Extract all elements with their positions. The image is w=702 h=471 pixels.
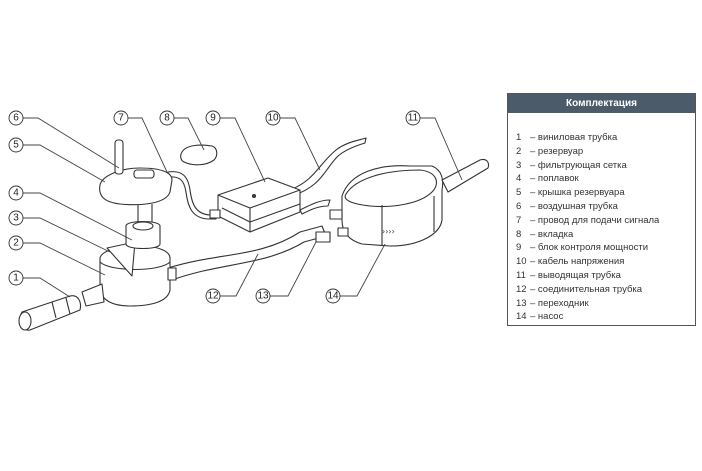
legend-item-label: – насос bbox=[530, 311, 564, 323]
svg-text:››››: ›››› bbox=[382, 227, 395, 236]
legend-item-number: 10 bbox=[516, 256, 527, 268]
legend-item-number: 12 bbox=[516, 283, 527, 295]
legend-item: 1 – виниловая трубка bbox=[516, 131, 695, 145]
legend-item-label: – вкладка bbox=[530, 228, 574, 240]
legend-list: 1 – виниловая трубка 2 – резервуар 3 – фильтр… bbox=[508, 113, 695, 324]
callout-number: 9 bbox=[210, 113, 216, 124]
reservoir bbox=[99, 245, 171, 307]
legend-item-number: 9 bbox=[516, 242, 522, 254]
callout-13: 13 bbox=[255, 288, 271, 304]
legend-item: 4 – поплавок bbox=[516, 172, 695, 186]
legend-item-number: 14 bbox=[516, 311, 527, 323]
legend-item-number: 8 bbox=[516, 228, 522, 240]
legend-item-label: – переходник bbox=[530, 297, 589, 309]
callout-number: 11 bbox=[408, 113, 419, 124]
legend-item-number: 3 bbox=[516, 159, 522, 171]
callout-11: 11 bbox=[405, 110, 421, 126]
callout-circle bbox=[205, 288, 221, 304]
signal-wire bbox=[167, 171, 217, 220]
callout-circle bbox=[8, 185, 24, 201]
legend-item-label: – кабель напряжения bbox=[530, 256, 625, 268]
legend-item: 2 – резервуар bbox=[516, 145, 695, 159]
callout-number: 14 bbox=[327, 291, 339, 302]
callout-number: 1 bbox=[13, 273, 19, 284]
callout-circle bbox=[405, 110, 421, 126]
legend-item-label: – соединительная трубка bbox=[530, 283, 643, 295]
legend-item-label: – блок контроля мощности bbox=[530, 242, 649, 254]
callout-number: 8 bbox=[164, 113, 170, 124]
legend-item-label: – поплавок bbox=[530, 173, 579, 185]
legend-item: 11 – выводящая трубка bbox=[516, 269, 695, 283]
legend-item-number: 6 bbox=[516, 200, 522, 212]
legend-item-number: 1 bbox=[516, 132, 522, 143]
legend-item-label: – воздушная трубка bbox=[530, 200, 618, 212]
callout-number: 2 bbox=[13, 238, 19, 249]
callout-1: 1 bbox=[8, 270, 24, 286]
callout-number: 12 bbox=[207, 291, 219, 302]
legend-item-number: 2 bbox=[516, 145, 522, 157]
legend-item: 13– переходник bbox=[516, 297, 695, 311]
callout-9: 9 bbox=[205, 110, 221, 126]
callout-7: 7 bbox=[113, 110, 129, 126]
legend-item-number: 11 bbox=[516, 269, 526, 281]
callout-6: 6 bbox=[8, 110, 24, 126]
callout-circle bbox=[325, 288, 341, 304]
callout-number: 7 bbox=[118, 113, 124, 124]
callout-number: 6 bbox=[13, 113, 19, 124]
legend-item: 6 – воздушная трубка bbox=[516, 200, 695, 214]
air-tube bbox=[114, 139, 124, 175]
callout-circle bbox=[8, 210, 24, 226]
legend-item: 9 – блок контроля мощности bbox=[516, 241, 695, 255]
callout-circle bbox=[8, 110, 24, 126]
legend-item: 7 – провод для подачи сигнала bbox=[516, 214, 695, 228]
legend-title: Комплектация bbox=[508, 94, 695, 113]
callout-3: 3 bbox=[8, 210, 24, 226]
callout-circle bbox=[8, 137, 24, 153]
callout-number: 3 bbox=[13, 213, 19, 224]
legend-item-label: – выводящая трубка bbox=[530, 269, 621, 281]
callout-number: 10 bbox=[267, 113, 279, 124]
callout-circle bbox=[8, 235, 24, 251]
pump-kit-diagram: ›››› bbox=[8, 110, 490, 331]
filter-mesh bbox=[106, 241, 136, 277]
legend-item-label: – резервуар bbox=[530, 145, 584, 157]
callout-14: 14 bbox=[325, 288, 341, 304]
callout-10: 10 bbox=[265, 110, 281, 126]
legend-item: 14– насос bbox=[516, 310, 695, 324]
insert-pad bbox=[180, 144, 218, 166]
adapter bbox=[315, 231, 331, 243]
legend-item-number: 13 bbox=[516, 297, 527, 309]
legend-item-label: – фильтрующая сетка bbox=[530, 159, 627, 171]
legend-item: 8 – вкладка bbox=[516, 228, 695, 242]
power-cable bbox=[289, 137, 367, 197]
callout-circle bbox=[255, 288, 271, 304]
callout-circle bbox=[205, 110, 221, 126]
legend-item: 10– кабель напряжения bbox=[516, 255, 695, 269]
legend-item-number: 7 bbox=[516, 214, 522, 226]
legend-item-number: 4 bbox=[516, 173, 522, 185]
legend-panel: Комплектация 1 – виниловая трубка 2 – резер… bbox=[507, 93, 696, 326]
callout-2: 2 bbox=[8, 235, 24, 251]
callout-circle bbox=[265, 110, 281, 126]
callout-number: 4 bbox=[13, 188, 19, 199]
callout-4: 4 bbox=[8, 185, 24, 201]
connecting-tube bbox=[167, 225, 327, 281]
callout-number: 5 bbox=[13, 140, 19, 151]
outlet-tube bbox=[441, 158, 490, 193]
callout-5: 5 bbox=[8, 137, 24, 153]
callout-number: 13 bbox=[257, 291, 269, 302]
callout-circle bbox=[159, 110, 175, 126]
callout-12: 12 bbox=[205, 288, 221, 304]
legend-item: 12– соединительная трубка bbox=[516, 283, 695, 297]
callout-circle bbox=[8, 270, 24, 286]
legend-item-number: 5 bbox=[516, 187, 522, 199]
legend-item-label: – провод для подачи сигнала bbox=[530, 214, 660, 226]
legend-item-label: – крышка резервуара bbox=[530, 187, 625, 199]
legend-item: 3 – фильтрующая сетка bbox=[516, 159, 695, 173]
legend-item: 5 – крышка резервуара bbox=[516, 186, 695, 200]
callout-8: 8 bbox=[159, 110, 175, 126]
legend-item-label: – виниловая трубка bbox=[530, 132, 618, 143]
callout-circle bbox=[113, 110, 129, 126]
